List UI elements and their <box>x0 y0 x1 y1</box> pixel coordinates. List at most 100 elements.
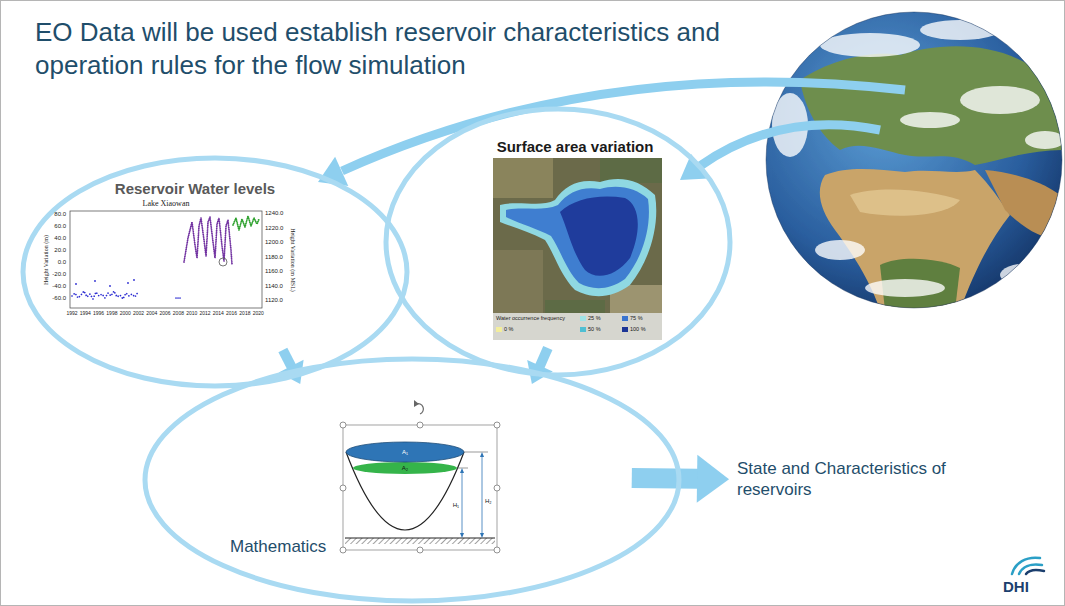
earth-globe-part-part <box>800 46 1062 165</box>
tick-label: 2006 <box>160 311 171 316</box>
tick-label: -20.0 <box>52 271 66 277</box>
tick-label: 2016 <box>226 311 237 316</box>
legend-text: 0 % <box>504 327 513 333</box>
arrow-shaft <box>632 468 698 489</box>
reservoir-bowl-part-part <box>494 422 500 428</box>
block-arrow <box>527 348 553 384</box>
reservoir-bowl-part-part <box>340 547 346 553</box>
legend-entry: 50 % <box>580 327 601 333</box>
tick-label: 20.0 <box>54 247 66 253</box>
water-level-chart-part-part <box>127 282 129 284</box>
earth-globe-part-part <box>850 190 960 216</box>
legend-swatch <box>622 316 628 321</box>
satellite-map-part <box>600 158 662 183</box>
ellipse-outline <box>145 359 679 601</box>
satellite-map-part <box>500 179 656 296</box>
dimension-label: A₂ <box>402 465 408 471</box>
tick-label: 1120.0 <box>265 297 283 303</box>
globe-arrow-part <box>342 82 905 171</box>
arrow-shaft <box>283 350 292 367</box>
legend-text: 75 % <box>630 316 643 322</box>
legend-swatch <box>496 327 502 332</box>
globe-arrow-part <box>700 125 880 166</box>
ellipse-panel: Mathematics <box>142 356 682 604</box>
ellipse-outline <box>383 106 733 378</box>
earth-globe-part-part-part <box>1025 131 1065 149</box>
arrow-head <box>279 360 304 384</box>
water-level-chart-part-part <box>94 280 96 282</box>
panel-heading: Mathematics <box>230 537 326 557</box>
ellipse-panel: Reservoir Water levels <box>20 155 410 389</box>
dimension-label: A₁ <box>402 449 408 455</box>
tick-label: 1240.0 <box>265 210 283 216</box>
tick-label: 1160.0 <box>265 268 283 274</box>
tick-label: 2002 <box>133 311 144 316</box>
legend-text: 25 % <box>588 316 601 322</box>
earth-globe-part-part-part <box>960 86 1040 114</box>
water-level-chart-part <box>233 216 259 230</box>
tick-label: 1994 <box>80 311 91 316</box>
tick-label: 1996 <box>93 311 104 316</box>
tick-label: 1180.0 <box>265 254 283 260</box>
panel-heading: Reservoir Water levels <box>115 180 275 197</box>
tick-label: 2004 <box>146 311 157 316</box>
axis-title: Height Variation (m MSL) <box>290 228 296 292</box>
company-logo <box>1012 558 1044 574</box>
earth-globe-part <box>766 12 1062 308</box>
tick-label: 1998 <box>106 311 117 316</box>
tick-label: 2012 <box>199 311 210 316</box>
reservoir-bowl-part <box>464 452 488 453</box>
legend-entry: 25 % <box>580 316 601 322</box>
result-text: State and Characteristics of reservoirs <box>737 458 1002 501</box>
legend-swatch <box>580 327 586 332</box>
reservoir-bowl-part <box>343 425 497 550</box>
satellite-map-part <box>560 197 638 276</box>
company-logo-part <box>1026 570 1044 574</box>
earth-globe-part-part <box>772 20 1065 297</box>
tick-label: 2020 <box>253 311 264 316</box>
reservoir-bowl-part <box>414 400 419 407</box>
reservoir-bowl-part <box>416 404 423 414</box>
reservoir-bowl-part <box>460 533 464 538</box>
satellite-map-part <box>493 250 543 314</box>
legend-entry: 0 % <box>496 327 513 333</box>
legend-swatch <box>622 327 628 332</box>
earth-globe-part-part <box>985 170 1062 240</box>
satellite-map-part <box>506 187 649 288</box>
tick-label: 2008 <box>173 311 184 316</box>
reservoir-bowl-part <box>457 468 468 469</box>
ellipse-outline <box>20 155 410 389</box>
reservoir-bowl-part <box>346 442 464 462</box>
block-arrow <box>279 350 304 384</box>
dimension-label: H₂ <box>485 498 492 504</box>
tick-label: 1200.0 <box>265 239 283 245</box>
result-box: State and Characteristics of reservoirs <box>737 458 1002 501</box>
ellipse-outline <box>142 356 682 604</box>
ellipse-panel: Surface area variation <box>383 106 733 378</box>
satellite-map-part <box>493 158 553 198</box>
logo-text: DHI <box>1003 579 1029 594</box>
legend-text: 50 % <box>588 327 601 333</box>
tick-label: 2000 <box>120 311 131 316</box>
tick-label: 2018 <box>239 311 250 316</box>
legend-entry: 75 % <box>622 316 643 322</box>
reservoir-bowl-part <box>353 462 457 474</box>
reservoir-bowl-part <box>460 468 464 473</box>
arrow-head <box>527 360 553 384</box>
reservoir-bowl-part-part <box>417 547 423 553</box>
water-level-chart-part-part <box>133 279 135 281</box>
reservoir-bowl-part-part <box>340 422 346 428</box>
earth-globe-part <box>772 20 1065 310</box>
legend-swatch <box>580 316 586 321</box>
earth-globe-part-part-part <box>815 240 865 260</box>
water-level-chart-part <box>184 217 232 264</box>
earth-globe-part-part-part <box>865 279 945 297</box>
water-level-chart-part <box>219 258 227 266</box>
reservoir-bowl-part <box>345 538 495 539</box>
